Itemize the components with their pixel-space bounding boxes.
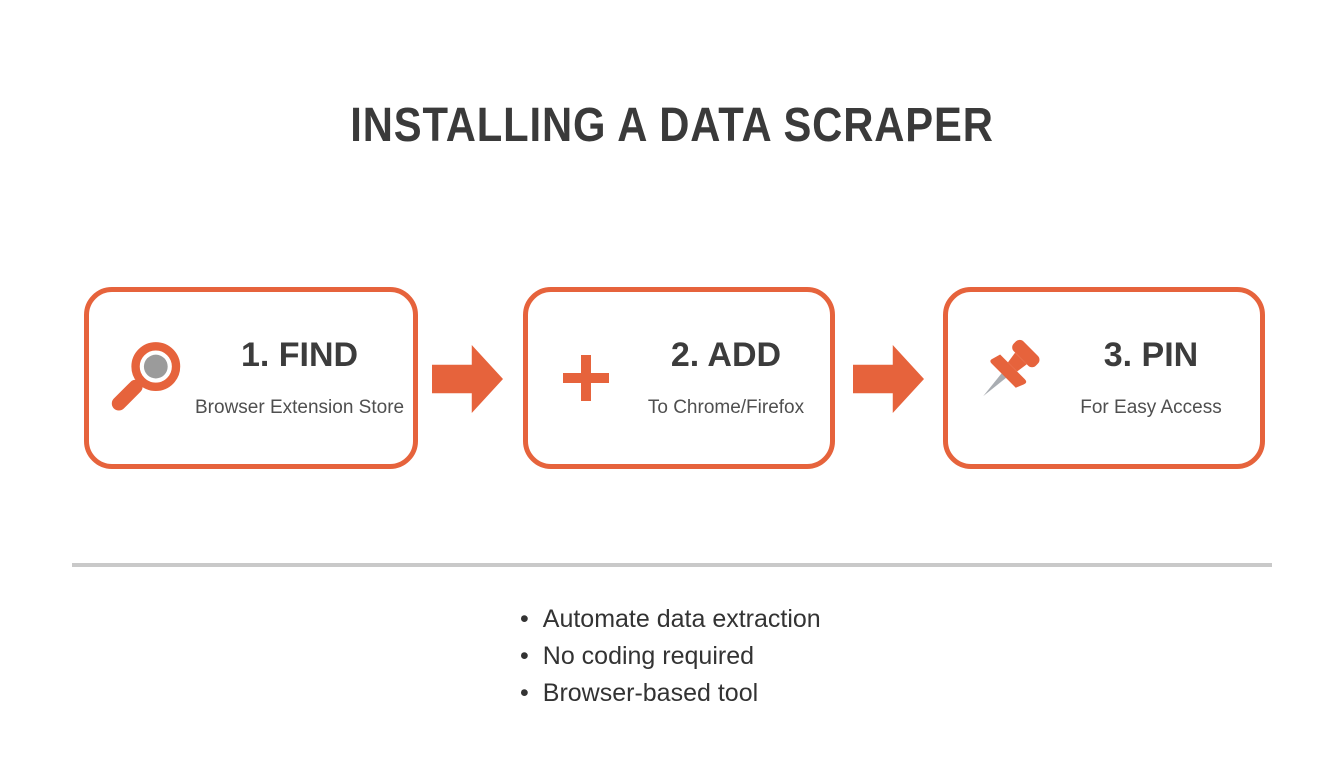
- plus-icon: [538, 353, 634, 403]
- bullet-icon: •: [520, 642, 529, 670]
- bullet-icon: •: [520, 605, 529, 633]
- step-title: 2. ADD: [670, 336, 782, 375]
- step-card-add: 2. ADD To Chrome/Firefox: [523, 287, 835, 469]
- benefit-text: No coding required: [542, 642, 755, 670]
- magnifier-icon: [99, 334, 195, 422]
- benefit-text: Browser-based tool: [542, 679, 759, 707]
- step-subtitle: For Easy Access: [1080, 396, 1222, 418]
- step-subtitle: To Chrome/Firefox: [647, 396, 805, 418]
- page-title: INSTALLING A DATA SCRAPER: [350, 99, 994, 152]
- list-item: • Automate data extraction: [520, 601, 821, 638]
- list-item: • Browser-based tool: [520, 675, 821, 712]
- divider-line: [72, 563, 1272, 567]
- pushpin-icon: [958, 332, 1054, 424]
- step-title: 3. PIN: [1103, 336, 1199, 375]
- step-card-pin: 3. PIN For Easy Access: [943, 287, 1265, 469]
- arrow-right-icon: [432, 345, 503, 413]
- step-text-block: 2. ADD To Chrome/Firefox: [634, 336, 830, 418]
- benefits-list: • Automate data extraction • No coding r…: [520, 601, 821, 712]
- bullet-icon: •: [520, 679, 529, 707]
- step-subtitle: Browser Extension Store: [195, 396, 405, 418]
- step-text-block: 3. PIN For Easy Access: [1054, 336, 1260, 418]
- step-title: 1. FIND: [240, 336, 359, 375]
- step-text-block: 1. FIND Browser Extension Store: [195, 336, 416, 418]
- list-item: • No coding required: [520, 638, 821, 675]
- step-card-find: 1. FIND Browser Extension Store: [84, 287, 418, 469]
- arrow-right-icon: [853, 345, 924, 413]
- benefit-text: Automate data extraction: [542, 605, 821, 633]
